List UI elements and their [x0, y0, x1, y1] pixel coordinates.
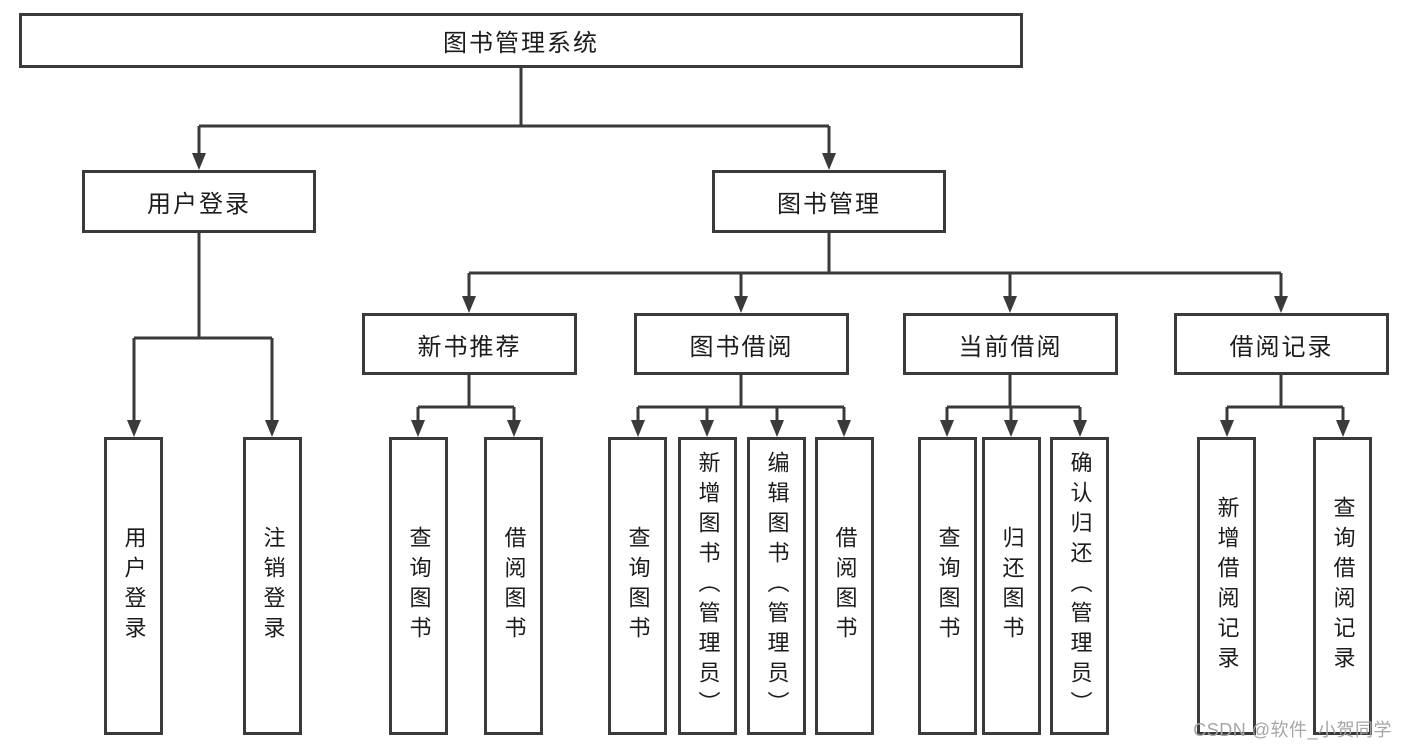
connector-path [132, 68, 1345, 424]
leaf-confirm-return-admin: 确认归还（管理员） [1050, 437, 1109, 735]
leaf-search-borrow-record: 查询借阅记录 [1313, 437, 1372, 735]
leaf-borrow-books-recommend: 借阅图书 [484, 437, 543, 735]
csdn-watermark: CSDN @软件_小贺同学 [1193, 720, 1392, 740]
leaf-edit-books-admin: 编辑图书（管理员） [747, 437, 806, 735]
leaf-add-books-admin: 新增图书（管理员） [678, 437, 737, 735]
leaf-search-books-borrowing: 查询图书 [608, 437, 667, 735]
leaf-borrow-books-borrowing: 借阅图书 [815, 437, 874, 735]
leaf-logout: 注销登录 [243, 437, 302, 735]
leaf-add-borrow-record: 新增借阅记录 [1197, 437, 1256, 735]
leaf-return-books: 归还图书 [982, 437, 1041, 735]
node-book-borrowing: 图书借阅 [634, 313, 849, 375]
node-current-borrowing: 当前借阅 [903, 313, 1118, 375]
node-library-management-system: 图书管理系统 [19, 13, 1023, 68]
leaf-search-books-recommend: 查询图书 [389, 437, 448, 735]
node-borrowing-records: 借阅记录 [1174, 313, 1389, 375]
leaf-search-books-current: 查询图书 [918, 437, 977, 735]
node-new-book-recommendation: 新书推荐 [362, 313, 577, 375]
node-book-management: 图书管理 [712, 170, 946, 233]
leaf-user-login: 用户登录 [104, 437, 163, 735]
node-user-login: 用户登录 [82, 170, 316, 233]
